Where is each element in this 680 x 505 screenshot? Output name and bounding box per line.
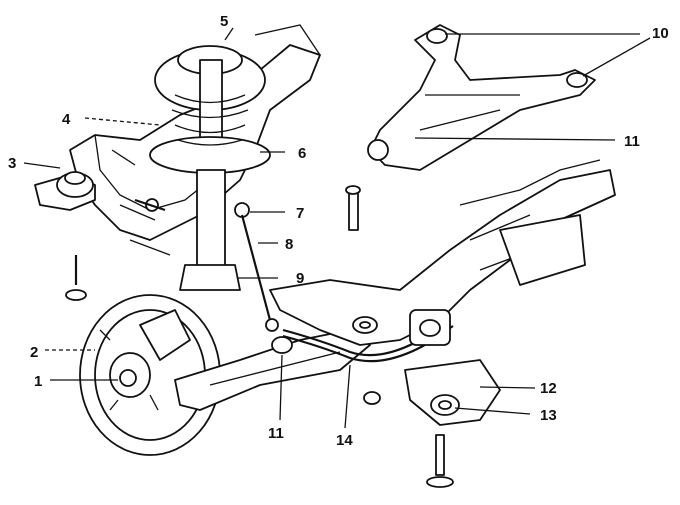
callout-1: 1 (34, 373, 42, 390)
callout-2: 2 (30, 344, 38, 361)
hub-brake-disc (79, 294, 221, 456)
callout-7: 7 (296, 205, 304, 222)
lower-control-arm-right (363, 359, 501, 426)
callout-6: 6 (298, 145, 306, 162)
inset-wishbone (367, 24, 596, 171)
leader-lines (23, 27, 651, 429)
bolts (345, 185, 454, 488)
stabilizer-link (234, 202, 279, 332)
callout-11-top: 11 (624, 133, 640, 150)
callout-13: 13 (540, 407, 557, 424)
callout-labels: 1 2 3 4 5 6 7 8 9 10 11 11 12 13 14 (8, 13, 669, 449)
crossmember (269, 159, 616, 346)
strut-assembly (134, 45, 271, 291)
lower-control-arm-left (174, 329, 371, 411)
callout-4: 4 (62, 111, 71, 128)
callout-12: 12 (540, 380, 557, 397)
mount-bushing (56, 171, 94, 301)
callout-11-bottom: 11 (268, 425, 284, 442)
callout-14: 14 (336, 432, 353, 449)
callout-10: 10 (652, 25, 669, 42)
callout-5: 5 (220, 13, 228, 30)
anti-roll-bar (282, 309, 454, 363)
callout-9: 9 (296, 270, 304, 287)
callout-8: 8 (285, 236, 293, 253)
callout-3: 3 (8, 155, 16, 172)
